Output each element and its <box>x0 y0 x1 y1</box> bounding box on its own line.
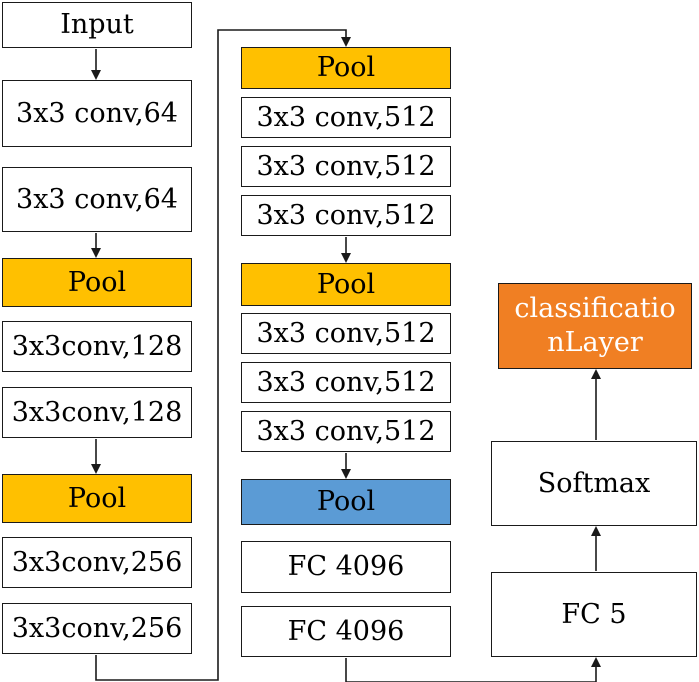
conv512-box-3: 3x3 conv,512 <box>241 195 451 236</box>
classification-label-line2: nLayer <box>547 327 643 358</box>
conv64-box-2: 3x3 conv,64 <box>2 167 192 232</box>
pool-box-3: Pool <box>241 47 451 89</box>
conv512-box-4: 3x3 conv,512 <box>241 313 451 354</box>
pool-box-4: Pool <box>241 263 451 306</box>
fc4096-box-2: FC 4096 <box>241 606 451 657</box>
pool-box-2: Pool <box>2 474 192 523</box>
classification-layer-box: classificatio nLayer <box>498 283 692 369</box>
fc4096-box-1: FC 4096 <box>241 541 451 593</box>
input-box: Input <box>2 2 192 48</box>
classification-label-line1: classificatio <box>514 293 676 325</box>
connector-col2-to-col3 <box>345 657 601 682</box>
conv512-box-1: 3x3 conv,512 <box>241 97 451 138</box>
conv256-box-1: 3x3conv,256 <box>2 537 192 588</box>
softmax-box: Softmax <box>491 441 697 526</box>
conv512-box-6: 3x3 conv,512 <box>241 411 451 452</box>
conv512-box-2: 3x3 conv,512 <box>241 146 451 187</box>
connector-col1-to-col2 <box>95 29 351 681</box>
pool-box-5: Pool <box>241 479 451 525</box>
conv256-box-2: 3x3conv,256 <box>2 603 192 654</box>
conv128-box-2: 3x3conv,128 <box>2 387 192 438</box>
pool-box-1: Pool <box>2 258 192 307</box>
conv128-box-1: 3x3conv,128 <box>2 321 192 372</box>
conv512-box-5: 3x3 conv,512 <box>241 362 451 403</box>
fc5-box: FC 5 <box>491 572 697 657</box>
conv64-box-1: 3x3 conv,64 <box>2 80 192 147</box>
